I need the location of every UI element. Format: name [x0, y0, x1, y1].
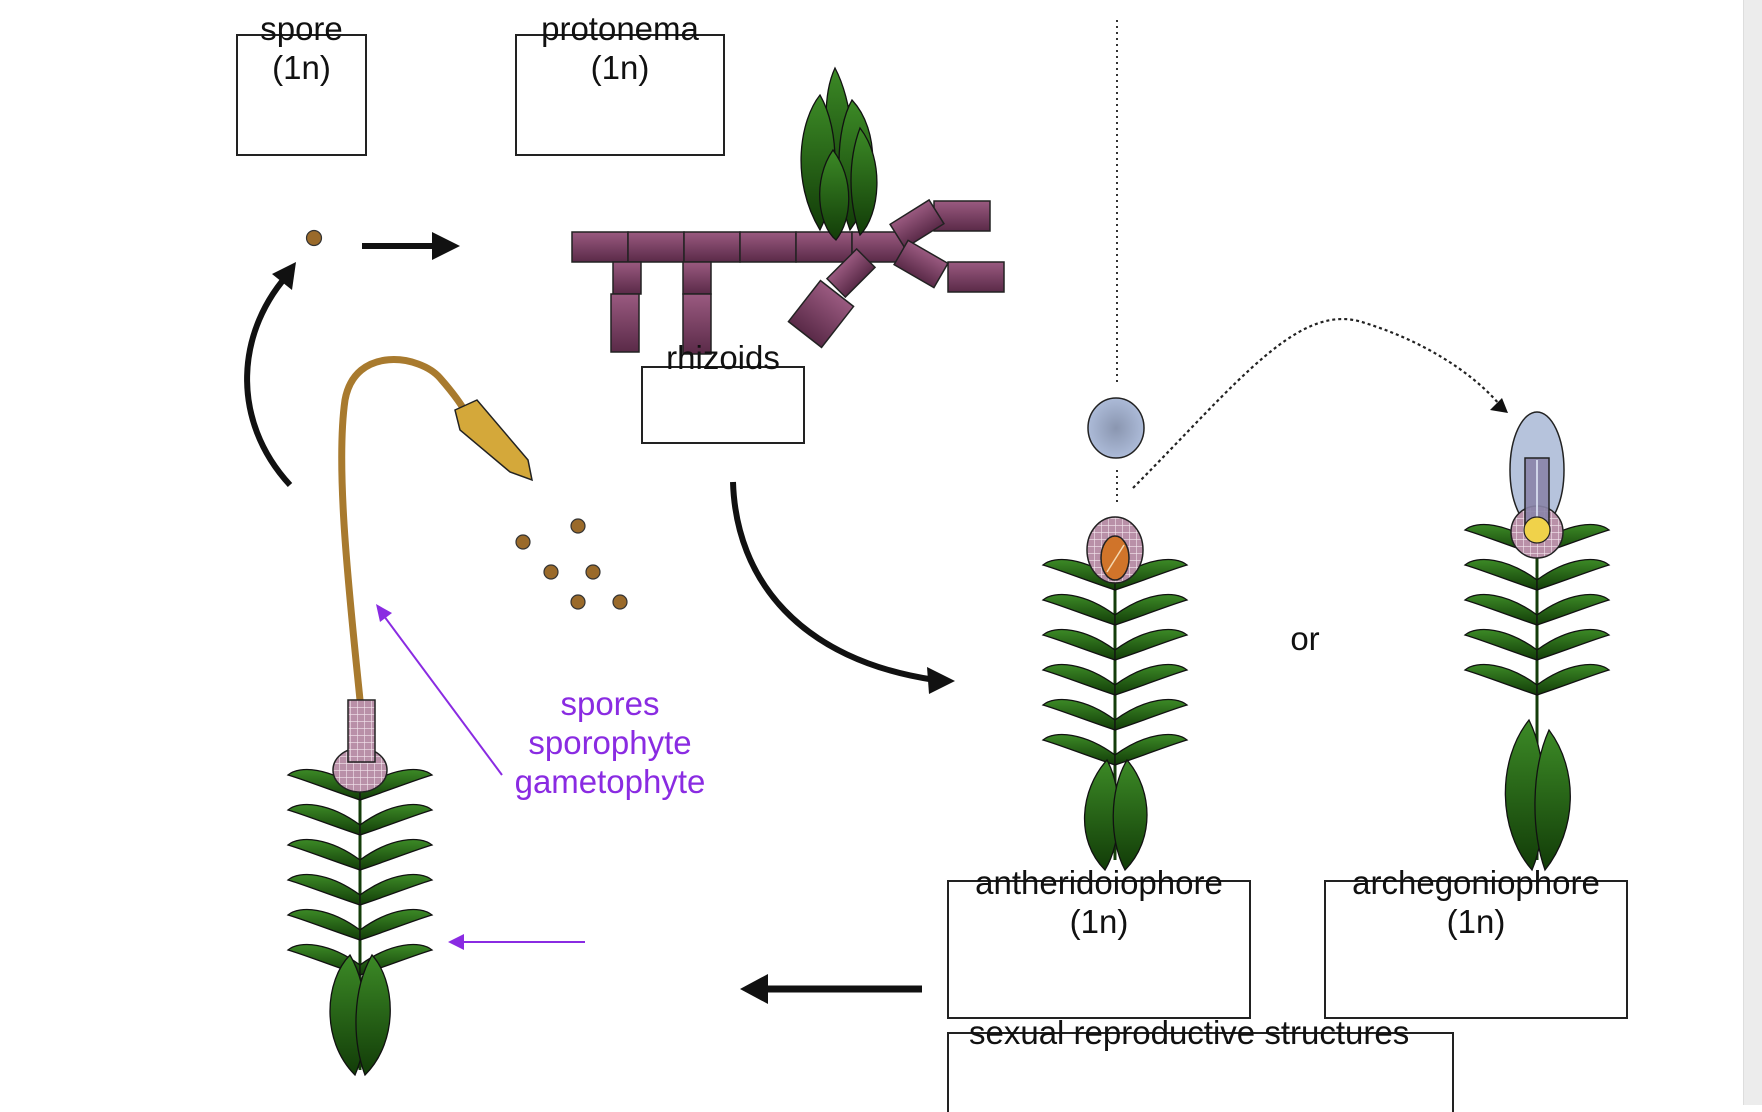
rhizoids-title: rhizoids [666, 339, 780, 376]
moss-gametophyte-icon [287, 747, 433, 1077]
protonema-label: protonema (1n) [515, 10, 725, 88]
spore-answer-box[interactable] [236, 34, 367, 156]
sporophyte-capsule-icon [338, 356, 533, 763]
archegonium-gametophyte-icon [1464, 411, 1610, 872]
spore-label: spore (1n) [236, 10, 367, 88]
spore-icon [305, 229, 323, 247]
archegoniophore-label: archegoniophore (1n) [1324, 864, 1628, 942]
antheridium-gametophyte-icon [1042, 516, 1188, 872]
word-bank-item[interactable]: gametophyte [514, 762, 706, 800]
protonema-filament-icon [571, 198, 1005, 355]
protonema-answer-box[interactable] [515, 34, 725, 156]
word-bank-item[interactable]: spores [560, 685, 660, 722]
or-text: or [1290, 620, 1320, 657]
spore-ploidy: (1n) [272, 48, 331, 86]
word-bank: spores sporophyte gametophyte [470, 685, 750, 802]
antheridiophore-answer-box[interactable] [947, 880, 1251, 1019]
word-bank-item[interactable]: sporophyte [528, 723, 692, 761]
protonema-ploidy: (1n) [590, 48, 650, 86]
rhizoids-answer-box[interactable] [641, 366, 805, 444]
sexual-structures-title: sexual reproductive structures [969, 1014, 1410, 1051]
cycle-arrows [244, 232, 955, 1004]
rhizoids-label: rhizoids [641, 339, 805, 378]
archegoniophore-answer-box[interactable] [1324, 880, 1628, 1019]
sexual-structures-label: sexual reproductive structures [947, 1014, 1454, 1053]
gametophyte-bud-icon [800, 66, 878, 241]
label-pointer-arrows [376, 604, 585, 950]
water-droplet-icon [1087, 397, 1145, 459]
or-label: or [1270, 620, 1340, 659]
spore-title: spore [260, 10, 343, 47]
antheridiophore-title: antheridoiophore [975, 864, 1223, 901]
dotted-lines [1116, 20, 1508, 503]
archegoniophore-ploidy: (1n) [1446, 902, 1506, 940]
released-spores [515, 518, 628, 610]
scrollbar-track[interactable] [1743, 0, 1762, 1105]
archegoniophore-title: archegoniophore [1352, 864, 1600, 901]
antheridiophore-ploidy: (1n) [1069, 902, 1129, 940]
antheridiophore-label: antheridoiophore (1n) [947, 864, 1251, 942]
sexual-structures-answer-box[interactable] [947, 1032, 1454, 1112]
protonema-title: protonema [541, 10, 699, 47]
